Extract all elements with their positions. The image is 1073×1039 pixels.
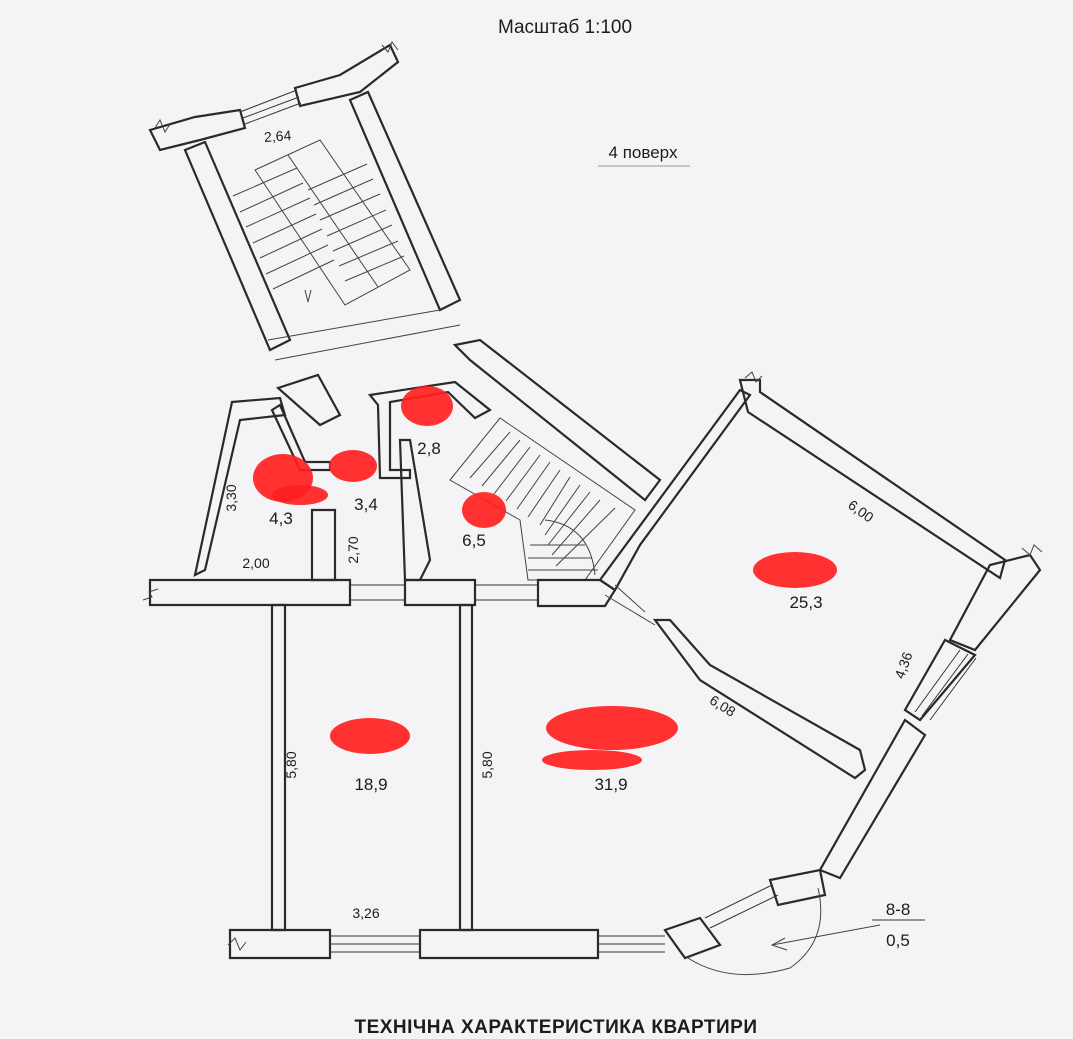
lower-rooms: 6,08 5,80 5,80 3,26: [228, 603, 927, 976]
bottom-wall-left: [228, 928, 332, 960]
room-center-left-wall: [458, 603, 474, 932]
dim-room-center-diag: 6,08: [707, 692, 739, 720]
middle-wall-row: [148, 578, 617, 608]
right-room: 6,00 4,36: [598, 378, 1042, 780]
redaction-room-left: [330, 718, 410, 754]
area-balcony: 0,5: [886, 931, 910, 950]
upper-diagonal-wall: [452, 338, 662, 502]
dim-room-left-width: 3,26: [352, 905, 379, 921]
dim-corridor-length: 2,70: [345, 536, 361, 563]
stair-window: [239, 89, 302, 125]
hall-inner-stair: [449, 417, 636, 581]
floor-label: 4 поверх: [609, 143, 678, 162]
small-room-left-wall: [193, 396, 287, 578]
bottom-windows: [330, 884, 779, 953]
dim-left-width: 2,00: [242, 555, 269, 571]
bottom-wall-corner: [768, 868, 827, 907]
area-top-small: 2,8: [417, 439, 441, 458]
stair-arrow-icon: [304, 289, 312, 303]
stair-top-right-wall: [293, 43, 400, 108]
balcony-id: 8-8: [886, 900, 911, 919]
area-room-left: 18,9: [354, 775, 387, 794]
room-center-right-wall: [818, 718, 927, 880]
right-room-top-wall: [738, 378, 1007, 580]
top-small-room-walls: [367, 380, 492, 480]
wall-row-right: [536, 578, 617, 608]
dim-left-height: 3,30: [223, 484, 239, 511]
dim-room-left-height: 5,80: [283, 751, 299, 778]
redaction-corridor: [329, 450, 377, 482]
stairwell: 2,64: [148, 43, 462, 361]
right-room-right-pier: [903, 638, 977, 722]
stair-right-wall: [348, 90, 462, 312]
scale-label: Масштаб 1:100: [498, 17, 632, 38]
wall-row-left: [148, 578, 352, 607]
middle-doorways: [350, 584, 538, 601]
area-small-left: 4,3: [269, 509, 293, 528]
redaction-right-room: [753, 552, 837, 588]
redaction-marks: [253, 386, 837, 770]
stair-flights: [232, 139, 411, 306]
corridor-right-wall: [398, 438, 432, 582]
redaction-small-left-tail: [272, 485, 328, 505]
bottom-wall-right: [663, 916, 722, 960]
redaction-room-center-tail: [542, 750, 642, 770]
balcony-outline: [687, 887, 822, 976]
leader-arrow-icon: [770, 937, 788, 951]
area-hall: 6,5: [462, 531, 486, 550]
area-corridor: 3,4: [354, 495, 378, 514]
dim-right-room-side: 4,36: [891, 650, 915, 681]
dim-room-center-height: 5,80: [479, 751, 495, 778]
right-room-left-wall: [598, 388, 752, 592]
wall-row-mid: [403, 578, 477, 607]
redaction-room-center: [546, 706, 678, 750]
redaction-top-small: [401, 386, 453, 426]
stair-left-wall: [183, 140, 292, 352]
dim-stair-width: 2,64: [264, 127, 293, 145]
right-room-bottom-wall: [652, 618, 867, 780]
bottom-wall-mid: [418, 928, 600, 960]
dim-right-room-top: 6,00: [845, 496, 877, 525]
right-room-corner-wall: [948, 553, 1042, 652]
balcony-leader: [771, 924, 881, 946]
area-room-center: 31,9: [594, 775, 627, 794]
footer-heading: ТЕХНІЧНА ХАРАКТЕРИСТИКА КВАРТИРИ: [354, 1017, 757, 1038]
landing-left-pier: [275, 373, 342, 427]
stair-landing: [267, 309, 461, 361]
right-room-window: [914, 649, 977, 721]
redaction-hall: [462, 492, 506, 528]
small-room-right-pier: [310, 508, 337, 582]
area-right-room: 25,3: [789, 593, 822, 612]
right-room-doorway: [604, 584, 656, 626]
break-marks: [142, 40, 1043, 951]
upper-walls: [193, 338, 662, 582]
stair-top-left-wall: [148, 108, 247, 152]
